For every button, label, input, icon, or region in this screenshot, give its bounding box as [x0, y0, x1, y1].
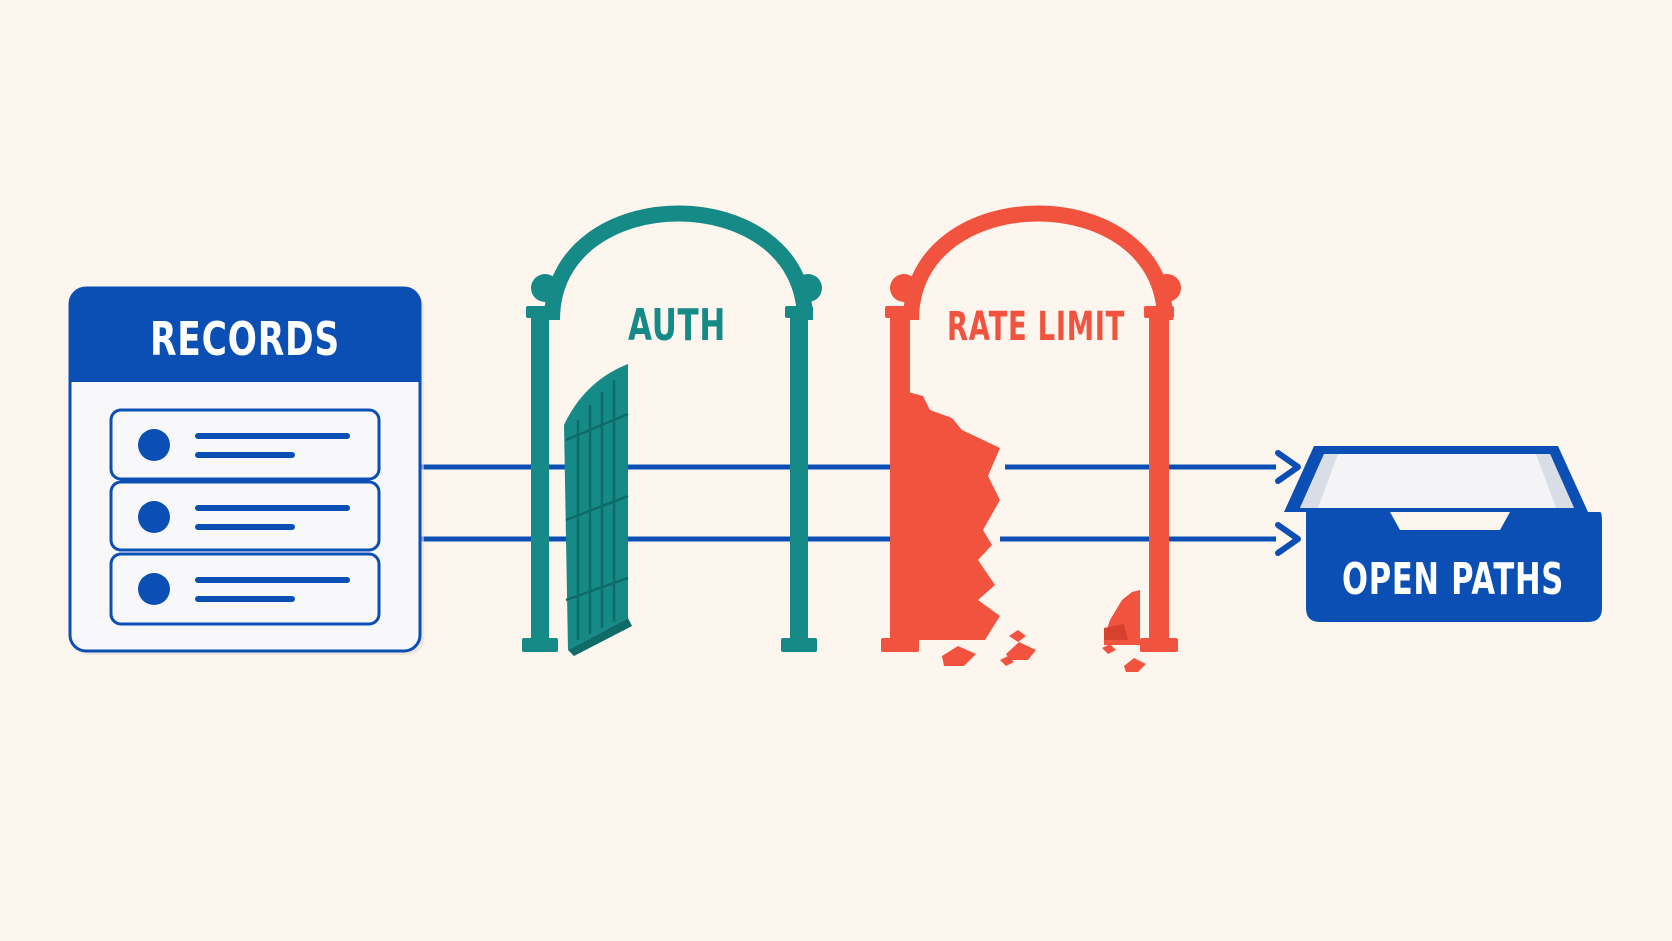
records-title: RECORDS — [150, 312, 340, 366]
open-paths-tray: OPEN PATHS — [1284, 446, 1602, 622]
auth-gate-door-shadow — [568, 618, 632, 656]
rubble-chunk — [1009, 630, 1026, 642]
open-paths-title: OPEN PATHS — [1342, 554, 1564, 605]
record-bullet-icon — [138, 429, 170, 461]
record-row — [109, 480, 381, 552]
auth-gate-left-post-base — [522, 638, 558, 652]
auth-gate-door-rail — [565, 412, 629, 442]
rate-limit-gate-left-post-cap — [885, 306, 915, 318]
rate-limit-gate-right-finial — [1153, 274, 1181, 302]
rate-limit-gate-right-post — [1149, 318, 1169, 646]
record-row-box — [109, 552, 381, 626]
rate-limit-gate-left-finial — [890, 274, 918, 302]
record-row-box — [109, 408, 381, 481]
open-paths-tray-inner — [1300, 454, 1574, 508]
records-card: RECORDS — [68, 286, 424, 655]
rubble-chunk — [1000, 656, 1014, 666]
flow-arrowhead-upper — [1275, 450, 1301, 484]
records-card-header — [70, 288, 420, 382]
rate-limit-gate-label: RATE LIMIT — [947, 304, 1125, 350]
rate-limit-gate-left-post — [890, 318, 910, 646]
rate-limit-gate: RATE LIMIT — [881, 205, 1181, 672]
rate-limit-gate-right-post-base — [1140, 638, 1178, 652]
flow-arrowhead-lower — [1275, 522, 1301, 556]
auth-gate-right-post — [790, 318, 808, 646]
auth-gate-arch — [544, 205, 813, 321]
auth-gate-right-post-base — [781, 638, 817, 652]
rate-limit-gate-left-post-base — [881, 638, 919, 652]
auth-gate-door-rail — [565, 576, 629, 602]
rubble-chunk — [1102, 644, 1116, 654]
auth-gate-open-door — [564, 364, 632, 656]
rate-limit-gate-debris-right — [1104, 624, 1128, 640]
record-row — [109, 408, 381, 481]
rate-limit-gate-right-post-cap — [1144, 306, 1174, 318]
open-paths-tray-body — [1306, 512, 1602, 622]
rubble-chunk — [942, 646, 976, 666]
auth-gate-left-post — [531, 318, 549, 646]
auth-gate-left-post-cap — [526, 306, 554, 318]
auth-gate-door-panel — [564, 364, 628, 650]
record-bullet-icon — [138, 501, 170, 533]
auth-gate: AUTH — [522, 205, 822, 656]
rubble-chunk — [1124, 658, 1146, 672]
record-row — [109, 552, 381, 626]
auth-gate-right-post-cap — [785, 306, 813, 318]
auth-gate-left-finial — [531, 274, 559, 302]
rubble-chunk — [1006, 642, 1036, 660]
record-bullet-icon — [138, 573, 170, 605]
rate-limit-gate-arch — [903, 205, 1173, 321]
auth-gate-right-finial — [794, 274, 822, 302]
rate-limit-gate-broken-door — [908, 392, 1000, 640]
auth-gate-door-rail — [565, 494, 629, 522]
open-paths-tray-inner-left — [1300, 454, 1338, 508]
flow-lines — [418, 450, 1301, 556]
auth-gate-label: AUTH — [628, 300, 726, 351]
open-paths-tray-inner-right — [1536, 454, 1574, 508]
record-row-box — [109, 480, 381, 552]
